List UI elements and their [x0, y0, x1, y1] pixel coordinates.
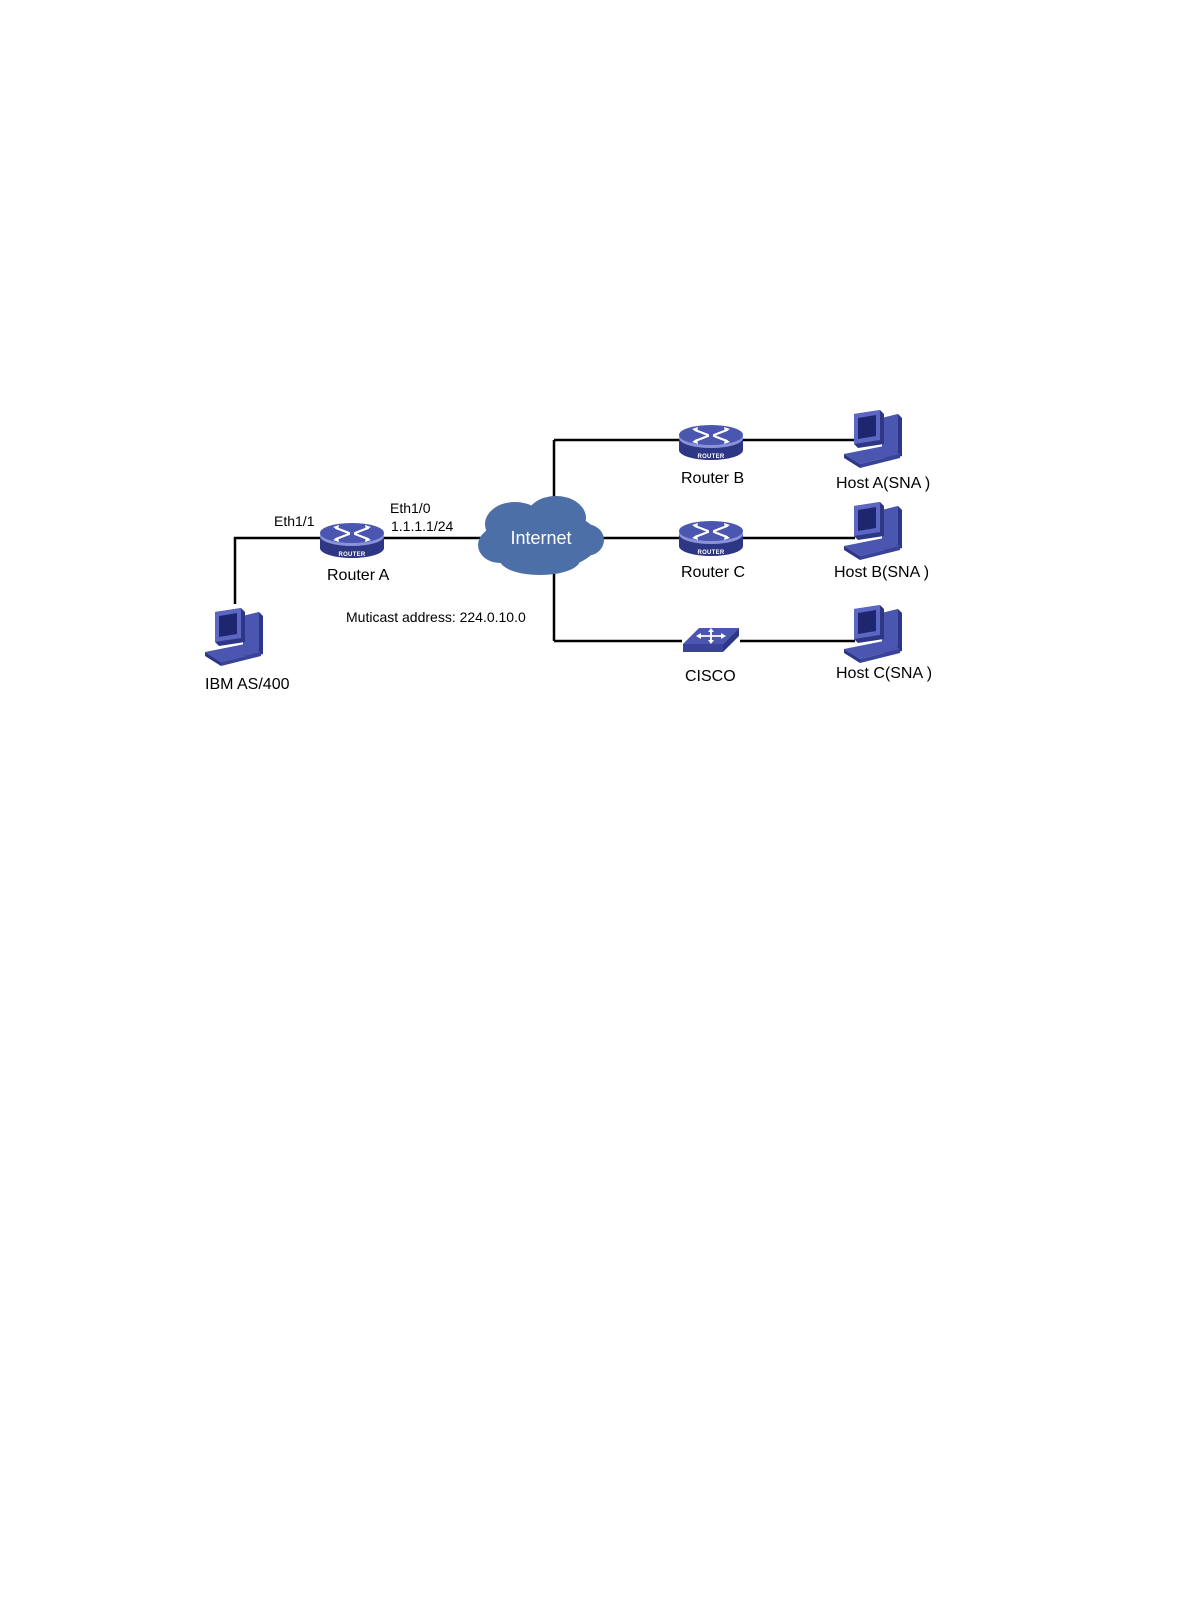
router-b: ROUTER — [679, 425, 743, 460]
switch-icon — [683, 628, 739, 652]
svg-text:ROUTER: ROUTER — [697, 454, 724, 460]
router-icon: ROUTER — [679, 521, 743, 556]
router-b-label: Router B — [681, 470, 744, 487]
cisco-label: CISCO — [685, 668, 736, 685]
cisco-switch — [683, 628, 739, 652]
router-icon: ROUTER — [679, 425, 743, 460]
computer-icon — [844, 502, 902, 560]
multicast-address-label: Muticast address: 224.0.10.0 — [346, 609, 526, 625]
host-c-label: Host C(SNA ) — [836, 665, 932, 682]
internet-cloud: Internet — [478, 496, 604, 575]
host-a-label: Host A(SNA ) — [836, 475, 930, 492]
host-c — [844, 605, 902, 663]
link-ibm-router-a — [235, 538, 330, 604]
svg-text:ROUTER: ROUTER — [338, 552, 365, 558]
computer-icon — [205, 608, 263, 666]
router-a-label: Router A — [327, 567, 390, 584]
computer-icon — [844, 605, 902, 663]
eth11-label: Eth1/1 — [274, 513, 315, 529]
router-a: ROUTER — [320, 523, 384, 558]
ibm-label: IBM AS/400 — [205, 676, 290, 693]
host-b — [844, 502, 902, 560]
eth10-ip-label: 1.1.1.1/24 — [391, 518, 453, 534]
ibm-as400 — [205, 608, 263, 666]
router-c-label: Router C — [681, 564, 745, 581]
eth10-label: Eth1/0 — [390, 500, 431, 516]
router-c: ROUTER — [679, 521, 743, 556]
internet-label: Internet — [510, 528, 571, 548]
svg-text:ROUTER: ROUTER — [697, 550, 724, 556]
host-b-label: Host B(SNA ) — [834, 564, 929, 581]
router-icon: ROUTER — [320, 523, 384, 558]
